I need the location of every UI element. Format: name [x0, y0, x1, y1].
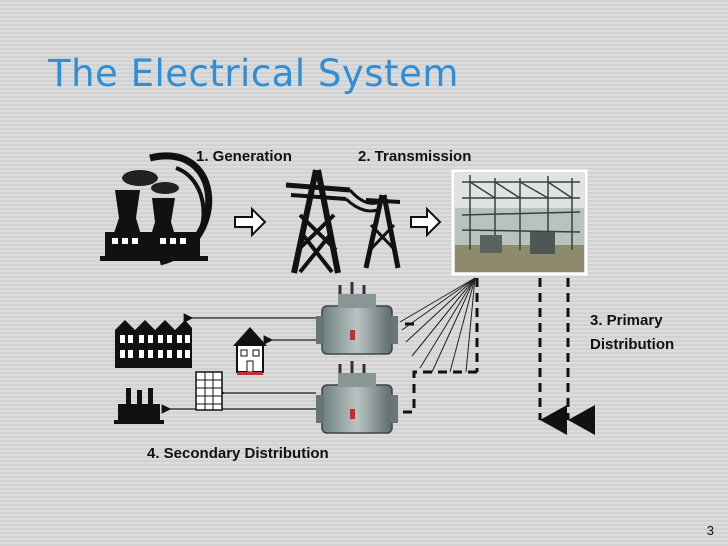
- primary-feeder-lines: [400, 278, 595, 435]
- transformer-icon-top: [316, 282, 398, 355]
- label-primary-line2: Distribution: [590, 336, 675, 353]
- secondary-feed-lines: [161, 313, 316, 414]
- slide-title: The Electrical System: [48, 52, 459, 95]
- label-primary-line1: 3. Primary: [590, 312, 663, 329]
- label-transmission: 2. Transmission: [358, 148, 472, 165]
- label-generation: 1. Generation: [196, 148, 292, 165]
- transmission-tower-icon: [285, 169, 401, 274]
- label-secondary-distribution: 4. Secondary Distribution: [147, 445, 329, 462]
- transformer-icon-bottom: [316, 361, 398, 434]
- factory-icon: [114, 388, 164, 424]
- flow-arrow-icon-2: [410, 206, 442, 238]
- house-icon: [233, 327, 267, 375]
- distribution-fan-lines: [399, 277, 476, 373]
- flow-arrow-icon-1: [234, 206, 267, 238]
- row-houses-icon: [115, 320, 192, 368]
- substation-photo: [451, 169, 588, 276]
- power-plant-icon: [100, 152, 213, 266]
- apartment-building-icon: [195, 371, 223, 411]
- page-number: 3: [706, 523, 714, 538]
